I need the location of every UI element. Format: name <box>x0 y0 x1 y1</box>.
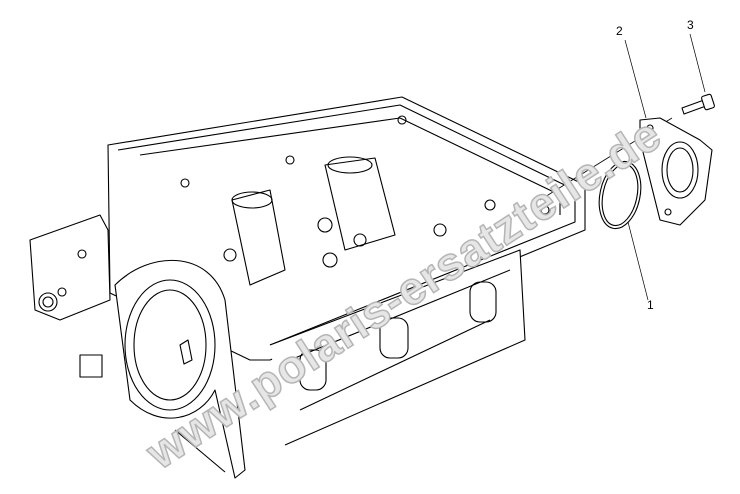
callout-1: 1 <box>647 298 654 312</box>
callout-2: 2 <box>616 24 623 38</box>
callout-3: 3 <box>687 18 694 32</box>
cylinder-head <box>29 96 586 479</box>
o-ring-part <box>598 160 642 230</box>
leader-lines <box>624 33 706 301</box>
housing-cover-part <box>639 117 713 226</box>
bolt-part <box>681 93 715 115</box>
